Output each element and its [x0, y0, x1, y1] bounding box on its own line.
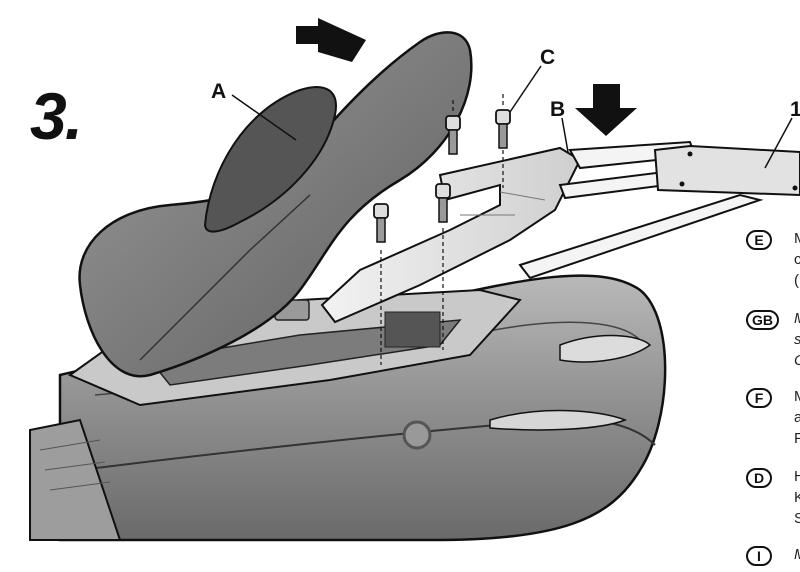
lang-badge-d: D: [746, 468, 772, 488]
side-reflector: [489, 409, 628, 431]
lang-badge-e: E: [746, 230, 772, 250]
callout-label-1: 1: [790, 98, 800, 121]
rack-arms: [518, 140, 800, 280]
lang-badge-i: I: [746, 546, 772, 566]
callout-label-c: C: [540, 46, 556, 69]
seat-a: [78, 31, 473, 378]
lang-text-gb-2: s: [794, 329, 800, 350]
lang-text-f-3: F: [794, 430, 800, 447]
step-number: 3.: [30, 79, 83, 153]
lang-text-i-1: M: [794, 544, 800, 565]
lang-text-e-1: M: [794, 228, 800, 249]
callout-label-a: A: [211, 80, 227, 103]
lang-text-d-1: H: [794, 468, 800, 485]
lang-text-gb-3: C: [794, 350, 800, 371]
rack-plate-b: [320, 146, 582, 324]
callout-label-b: B: [550, 98, 566, 121]
lang-text-f-2: a: [794, 409, 800, 426]
callout-leaders: [231, 65, 793, 169]
lang-text-e-2: c: [794, 251, 800, 268]
lang-text-gb-1: M: [794, 308, 800, 329]
tail-light: [559, 334, 652, 363]
emblem-icon: [402, 420, 432, 450]
lang-text-f-1: M: [794, 386, 800, 407]
lang-text-e-3: (: [794, 272, 799, 289]
lang-text-d-3: S: [794, 510, 800, 527]
down-arrow-icon: [575, 84, 637, 136]
slide-arrow-icon: [296, 18, 366, 62]
lang-badge-f: F: [746, 388, 772, 408]
scooter-rear-body: [29, 274, 667, 542]
lang-text-d-2: K: [794, 489, 800, 506]
lang-badge-gb: GB: [746, 310, 779, 330]
bolts-c: [373, 94, 511, 365]
